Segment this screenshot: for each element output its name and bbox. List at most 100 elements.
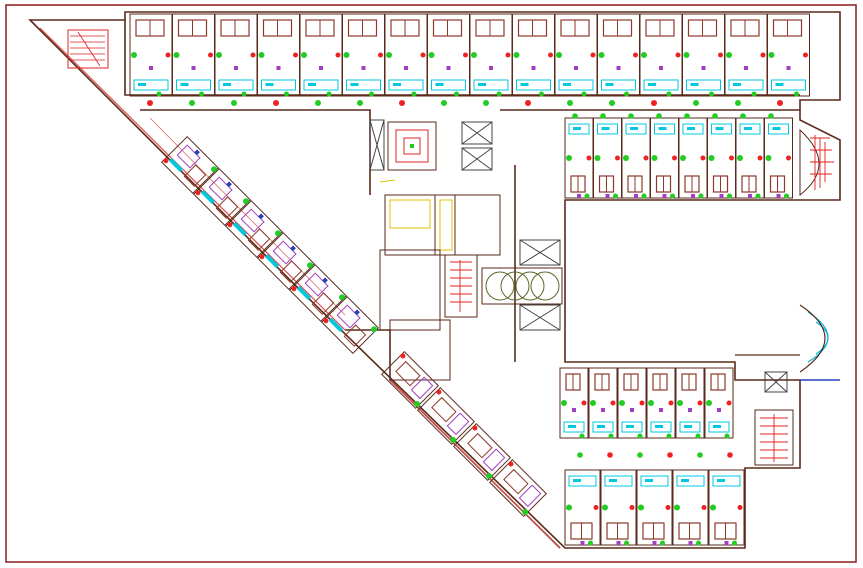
corridor-fixture-10 xyxy=(525,100,531,106)
south-upper-room-2 xyxy=(588,367,618,439)
lobby-feature xyxy=(481,267,563,305)
corridor-fixture-11 xyxy=(567,100,573,106)
south-upper-room-3 xyxy=(617,367,647,439)
south-corridor-fixture-2 xyxy=(607,452,613,458)
corridor-fixture-12 xyxy=(609,100,615,106)
south-lower-room-4-fixture xyxy=(674,504,680,511)
middle-room-2-bathroom xyxy=(597,123,618,135)
south-upper-room-6-bathroom xyxy=(708,421,730,433)
middle-room-4-bathroom xyxy=(654,123,675,135)
mid-corridor-fixture-8 xyxy=(768,113,774,119)
south-lower-room-5-fixture xyxy=(710,504,716,511)
north-room-9-bathroom xyxy=(473,79,509,91)
diagonal-room-1 xyxy=(161,136,219,194)
south-lower-room-1-fixture xyxy=(566,504,572,511)
north-room-10-fixture xyxy=(513,52,520,58)
diagonal-room-4 xyxy=(257,232,315,290)
south-corridor-fixture-1 xyxy=(577,452,583,458)
south-upper-room-5-fixture xyxy=(677,400,683,406)
guest-rooms-layer xyxy=(129,13,810,546)
north-room-8-fixture xyxy=(428,52,435,58)
stair-core-east xyxy=(799,128,834,197)
corridor-fixture-15 xyxy=(735,100,741,106)
southwest-suite-1 xyxy=(381,351,439,409)
mid-corridor-fixture-7 xyxy=(740,113,746,119)
north-room-1-bathroom xyxy=(133,79,169,91)
corridor-fixture-13 xyxy=(651,100,657,106)
middle-room-1-fixture xyxy=(566,155,572,161)
middle-room-5-bathroom xyxy=(682,123,704,135)
corridor-fixture-1 xyxy=(147,100,153,106)
north-room-2-bathroom xyxy=(176,79,211,91)
north-room-5-fixture xyxy=(301,52,307,58)
south-corridor-fixture-3 xyxy=(637,452,643,458)
north-room-3-bathroom xyxy=(218,79,254,91)
south-lower-room-1-bathroom xyxy=(568,475,597,487)
north-room-7-bathroom xyxy=(388,79,424,91)
diagonal-room-6 xyxy=(321,296,379,354)
corridor-fixture-3 xyxy=(231,100,237,106)
north-room-16 xyxy=(767,13,810,97)
middle-room-2-fixture xyxy=(594,155,601,161)
north-room-15-fixture xyxy=(726,52,732,58)
diagonal-room-2 xyxy=(193,168,251,226)
south-upper-room-1-fixture xyxy=(561,400,567,406)
middle-room-8-fixture xyxy=(765,155,772,161)
lift-shafts xyxy=(369,119,788,393)
corridor-fixture-16 xyxy=(777,100,783,106)
corridor-fixture-14 xyxy=(693,100,699,106)
building-outline xyxy=(28,11,841,549)
north-room-2-fixture xyxy=(173,52,180,58)
south-upper-room-6 xyxy=(704,367,734,439)
north-room-9-fixture xyxy=(471,52,477,58)
middle-room-6-bathroom xyxy=(711,123,732,135)
north-room-11-fixture xyxy=(556,52,562,58)
middle-room-6-fixture xyxy=(708,155,715,161)
south-upper-room-5 xyxy=(675,367,705,439)
middle-room-5-fixture xyxy=(680,155,686,161)
south-upper-room-1-bathroom xyxy=(563,421,585,433)
north-room-3-fixture xyxy=(216,52,222,58)
diagonal-room-3 xyxy=(225,200,283,258)
north-room-1-fixture xyxy=(131,52,137,58)
south-upper-room-1 xyxy=(559,367,589,439)
north-room-13-fixture xyxy=(641,52,647,58)
south-upper-room-5-bathroom xyxy=(679,421,701,433)
north-room-4-bathroom xyxy=(261,79,296,91)
corridor-fixture-6 xyxy=(357,100,363,106)
south-upper-room-2-bathroom xyxy=(592,421,614,433)
north-room-4-fixture xyxy=(258,52,265,58)
middle-room-8-bathroom xyxy=(768,123,789,135)
north-room-6-bathroom xyxy=(346,79,381,91)
south-upper-room-4 xyxy=(646,367,676,439)
service-core xyxy=(379,179,501,381)
middle-room-3-bathroom xyxy=(625,123,647,135)
south-lower-room-2-fixture xyxy=(602,504,608,511)
mid-corridor-fixture-1 xyxy=(572,113,578,119)
south-upper-room-3-bathroom xyxy=(621,421,643,433)
south-upper-room-3-fixture xyxy=(619,400,625,406)
southwest-suite-3 xyxy=(453,423,511,481)
middle-room-7-bathroom xyxy=(739,123,761,135)
south-lower-room-5-bathroom xyxy=(712,475,741,487)
north-room-7-fixture xyxy=(386,52,392,58)
south-upper-room-2-fixture xyxy=(590,400,596,406)
corridor-fixture-4 xyxy=(273,100,279,106)
southwest-suite-2 xyxy=(417,387,475,445)
north-room-6-fixture xyxy=(343,52,350,58)
south-lower-room-3-bathroom xyxy=(640,475,669,487)
north-room-11-bathroom xyxy=(558,79,594,91)
stair-core-northwest xyxy=(67,29,109,69)
north-room-16-fixture xyxy=(768,52,775,58)
south-upper-room-6-fixture xyxy=(706,400,712,406)
stair-core-central xyxy=(387,121,437,171)
corridor-fixture-5 xyxy=(315,100,321,106)
middle-room-4-fixture xyxy=(651,155,658,161)
mid-corridor-fixture-3 xyxy=(628,113,634,119)
entrance-canopy xyxy=(735,304,840,381)
south-upper-room-4-bathroom xyxy=(650,421,672,433)
north-room-15-bathroom xyxy=(728,79,764,91)
north-room-5-bathroom xyxy=(303,79,339,91)
north-room-8-bathroom xyxy=(431,79,466,91)
